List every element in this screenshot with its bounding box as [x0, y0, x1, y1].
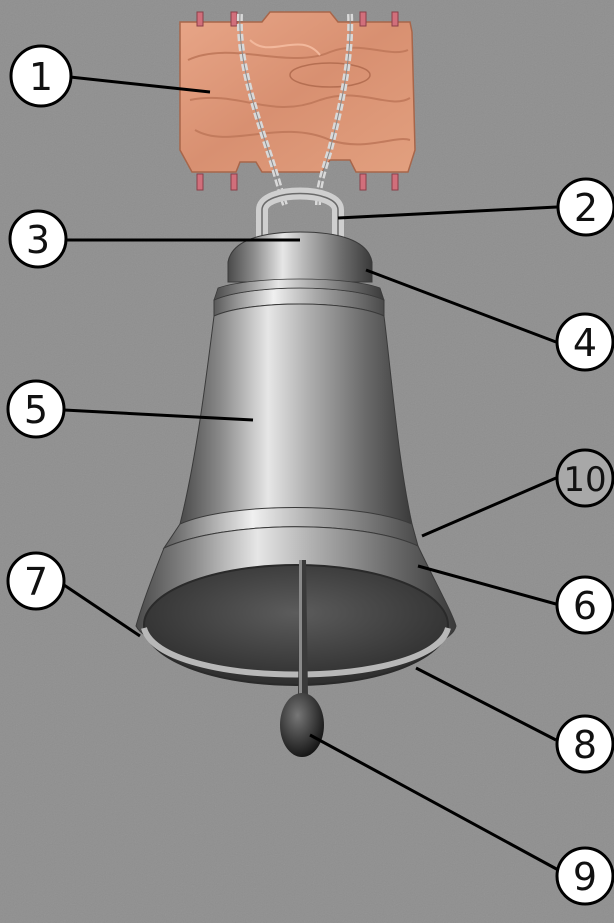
- callout-9-label: 9: [573, 855, 597, 899]
- callout-2-label: 2: [574, 186, 598, 230]
- callout-10-label: 10: [563, 460, 606, 500]
- wooden-yoke: [180, 12, 415, 190]
- callout-7-label: 7: [24, 560, 48, 604]
- callout-6-label: 6: [573, 584, 597, 628]
- bell-waist: [180, 304, 412, 524]
- callout-1-label: 1: [29, 55, 53, 99]
- callout-2: 2: [558, 179, 614, 235]
- callout-7: 7: [8, 553, 64, 609]
- callout-8: 8: [557, 716, 613, 772]
- callout-5-label: 5: [24, 388, 48, 432]
- callout-5: 5: [8, 381, 64, 437]
- callout-4-label: 4: [573, 321, 597, 365]
- callout-8-label: 8: [573, 723, 597, 767]
- callout-4: 4: [557, 314, 613, 370]
- callout-9: 9: [557, 848, 613, 904]
- callout-10: 10: [557, 450, 613, 506]
- callout-1: 1: [11, 46, 71, 106]
- callout-3-label: 3: [26, 218, 50, 262]
- callout-3: 3: [10, 211, 66, 267]
- bell-mouth: [144, 565, 448, 685]
- callout-6: 6: [557, 577, 613, 633]
